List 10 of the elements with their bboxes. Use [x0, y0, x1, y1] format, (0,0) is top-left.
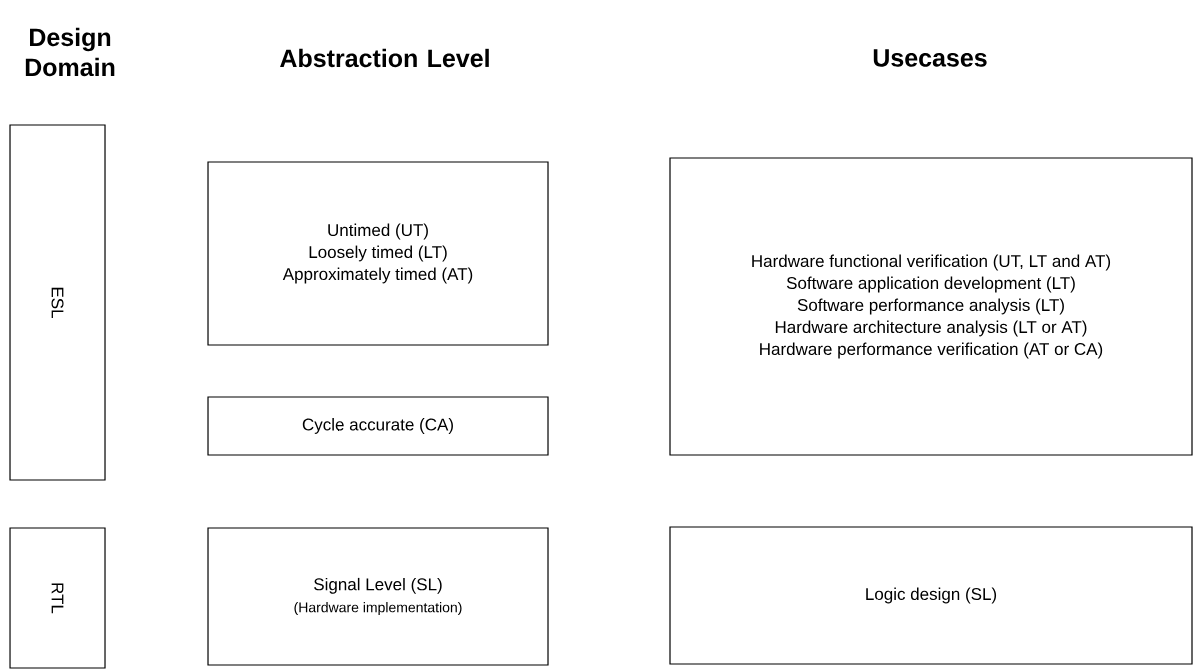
domain-box: ESL	[9, 124, 106, 481]
column-heading: Abstraction Level	[280, 48, 489, 68]
column-heading: Usecases	[873, 49, 987, 67]
column-heading: Design Domain	[25, 27, 115, 77]
usecase-box: Hardware functional verification (UT, LT and AT) Software application development (LT) Software performance analysis (LT) Hardware architecture analysis (LT or AT) Hardware performance verification (AT or CA)	[669, 157, 1193, 456]
domain-box: RTL	[9, 527, 106, 669]
level-box: Signal Level (SL) (Hardware implementation)	[207, 527, 549, 666]
level-box: Cycle accurate (CA)	[207, 396, 549, 456]
level-box: Untimed (UT) Loosely timed (LT) Approximately timed (AT)	[207, 161, 549, 346]
usecase-box: Logic design (SL)	[669, 526, 1193, 665]
